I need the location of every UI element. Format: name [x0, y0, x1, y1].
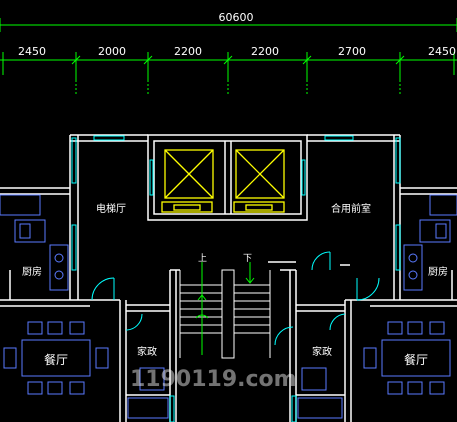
furniture [0, 194, 457, 419]
room-shared-area: 合用前室 [331, 202, 371, 215]
dim-segment-6: 2450 [428, 45, 456, 58]
elevators [161, 149, 285, 213]
dim-total: 60600 [219, 11, 254, 24]
room-maid-right: 家政 [312, 345, 332, 358]
room-elevator-hall: 电梯厅 [96, 202, 126, 215]
room-kitchen-right: 厨房 [428, 265, 448, 278]
watermark-text: 1190119.com [130, 367, 297, 392]
dim-segment-2: 2000 [98, 45, 126, 58]
dim-segment-4: 2200 [251, 45, 279, 58]
stair-treads [179, 269, 271, 359]
stair-up-label: 上 [198, 253, 207, 264]
room-kitchen-left: 厨房 [22, 265, 42, 278]
stair-down-label: 下 [243, 254, 252, 264]
room-maid-left: 家政 [137, 345, 157, 358]
room-dining-right: 餐厅 [404, 352, 428, 367]
dim-segment-5: 2700 [338, 45, 366, 58]
doors [91, 251, 380, 346]
windows [71, 135, 401, 422]
dimension-lines [0, 18, 457, 95]
dim-segment-3: 2200 [174, 45, 202, 58]
room-dining-left: 餐厅 [44, 352, 68, 367]
stair-arrows [195, 262, 255, 355]
dim-segment-1: 2450 [18, 45, 46, 58]
